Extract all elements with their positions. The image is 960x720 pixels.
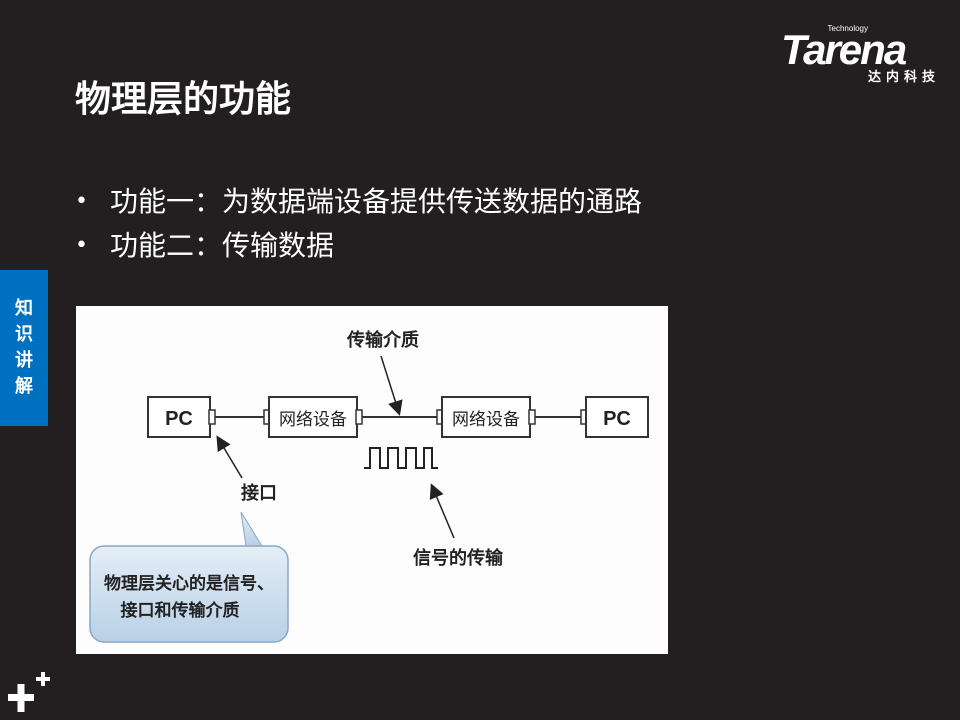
interface-label: 接口 [241,482,277,504]
plus-logo-icon [8,672,50,712]
interface-port [208,409,216,425]
bullet-dot-icon: • [75,189,88,214]
physical-layer-diagram: PC 网络设备 网络设备 PC 传输介质 信号的传输 接口 物理层关心的是信号、… [76,306,668,654]
slide-title: 物理层的功能 [75,79,292,120]
pc-left-box [147,396,211,438]
note-line-2: 接口和传输介质 [121,600,240,621]
interface-arrow [216,435,243,479]
knowledge-tab: 知 识 讲 解 [0,270,48,426]
tab-char: 识 [15,324,33,345]
signal-arrow [429,483,455,539]
note-box [89,545,289,643]
bullet-text: 功能一：为数据端设备提供传送数据的通路 [110,185,643,218]
note-pointer [240,511,263,547]
device-right-label: 网络设备 [452,410,520,430]
logo-subtitle: 达内科技 [867,70,940,85]
device-right-box [441,396,531,438]
bullet-item: • 功能一：为数据端设备提供传送数据的通路 [75,180,642,224]
medium-arrow [380,355,403,416]
note-line-1: 物理层关心的是信号、 [104,573,274,594]
signal-label: 信号的传输 [413,547,504,569]
pc-right-box [585,396,649,438]
device-left-label: 网络设备 [279,410,347,430]
diagram-svg: PC 网络设备 网络设备 PC 传输介质 信号的传输 接口 物理层关心的是信号、… [89,329,649,643]
tarena-logo: Technology Tarena 达内科技 [775,18,950,88]
tab-char: 解 [15,376,33,397]
pc-right-label: PC [603,408,631,430]
bullet-item: • 功能二：传输数据 [75,224,642,268]
tab-char: 讲 [15,350,33,371]
bullet-list: • 功能一：为数据端设备提供传送数据的通路 • 功能二：传输数据 [75,180,642,268]
logo-tagline: Technology [827,24,868,33]
device-port [528,409,536,425]
device-port [355,409,363,425]
signal-wave [364,447,438,469]
medium-label: 传输介质 [346,329,419,351]
pc-left-label: PC [165,408,193,430]
bullet-dot-icon: • [75,233,88,258]
tab-char: 知 [15,298,33,319]
logo-name: Tarena [781,26,907,73]
bullet-text: 功能二：传输数据 [110,229,335,262]
